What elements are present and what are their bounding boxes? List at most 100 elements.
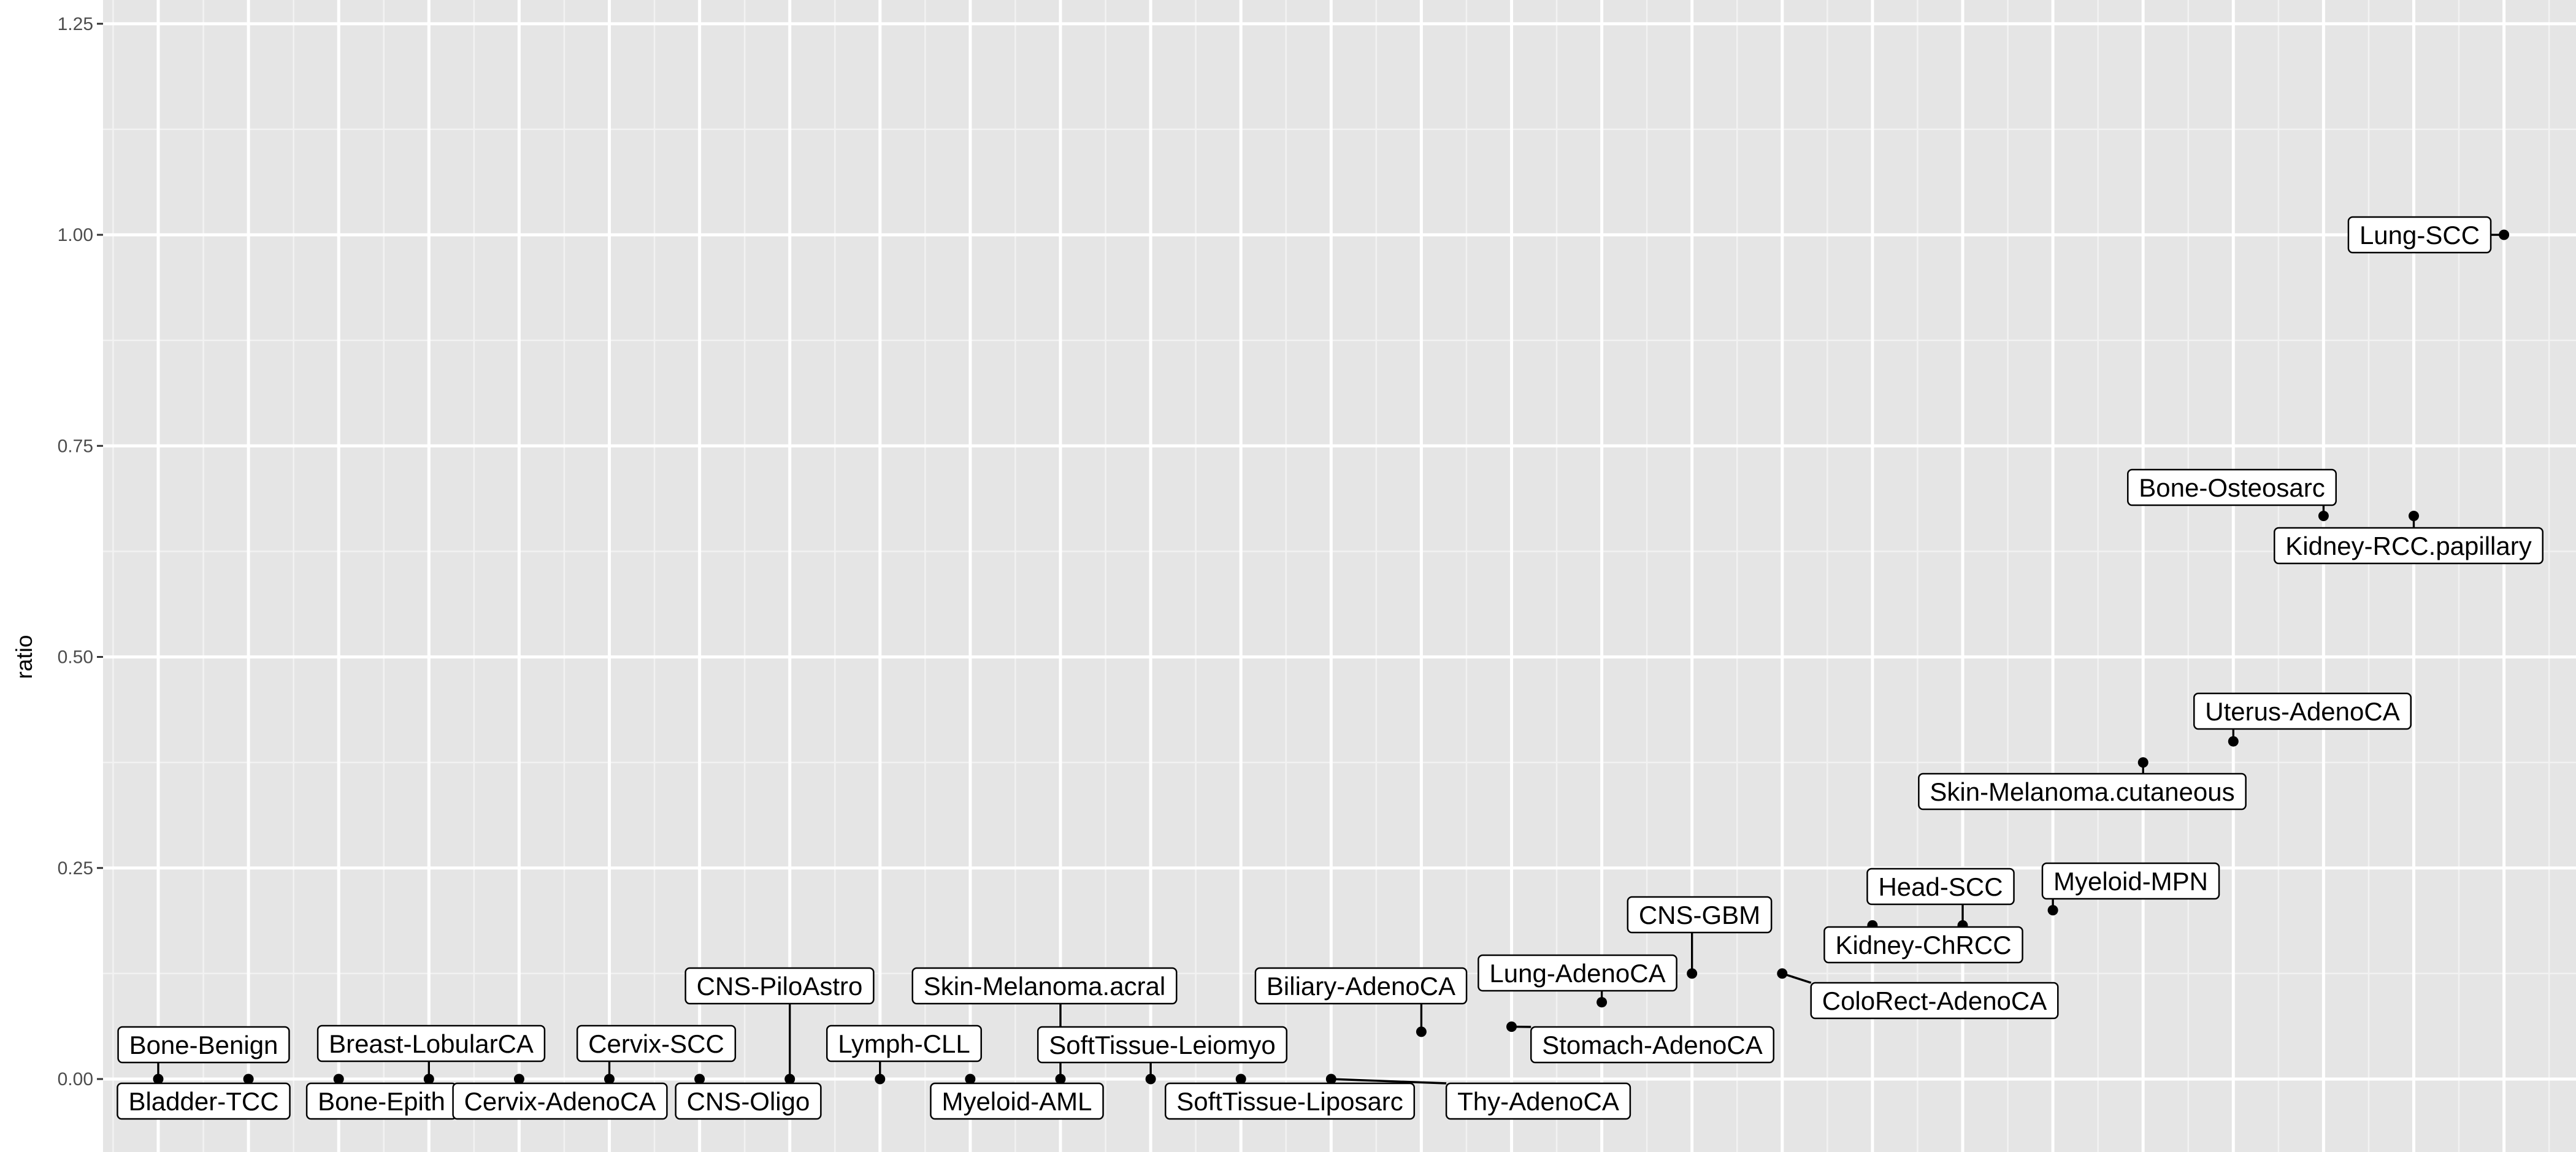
data-point bbox=[784, 1074, 795, 1085]
data-point bbox=[153, 1074, 164, 1085]
point-label: Head-SCC bbox=[1866, 868, 2015, 906]
point-label-box bbox=[2041, 862, 2220, 900]
point-label-box bbox=[930, 1082, 1104, 1120]
point-label-box bbox=[1254, 967, 1468, 1005]
point-label-box bbox=[1823, 926, 2023, 964]
point-label: Bladder-TCC bbox=[117, 1082, 291, 1120]
point-label-box bbox=[1810, 982, 2059, 1020]
point-label: Cervix-AdenoCA bbox=[452, 1082, 668, 1120]
point-label-box bbox=[316, 1024, 546, 1062]
point-label-box bbox=[576, 1024, 737, 1062]
point-label: Kidney-RCC.papillary bbox=[2274, 527, 2543, 565]
data-point bbox=[513, 1074, 524, 1085]
data-point bbox=[243, 1074, 254, 1085]
point-label-box bbox=[1037, 1026, 1288, 1064]
y-tick-label: 1.25 bbox=[58, 14, 93, 34]
data-point bbox=[2318, 511, 2329, 522]
point-label-box bbox=[2347, 216, 2492, 254]
data-point bbox=[1145, 1074, 1156, 1085]
data-point bbox=[333, 1074, 344, 1085]
point-label-text: ColoRect-AdenoCA bbox=[1822, 986, 2047, 1015]
y-tick-label: 0.00 bbox=[58, 1069, 93, 1089]
point-label-box bbox=[2274, 527, 2543, 565]
data-point bbox=[1416, 1026, 1427, 1037]
point-label-box bbox=[1478, 954, 1677, 992]
point-label-text: SoftTissue-Leiomyo bbox=[1049, 1031, 1276, 1059]
point-label-text: Bone-Epith bbox=[318, 1087, 445, 1116]
point-label-text: Lung-SCC bbox=[2359, 221, 2480, 250]
y-axis-title: ratio bbox=[12, 635, 37, 679]
point-label-text: Myeloid-MPN bbox=[2053, 867, 2208, 896]
point-label-text: Bladder-TCC bbox=[128, 1087, 278, 1116]
point-label-box bbox=[1445, 1082, 1631, 1120]
data-point bbox=[2047, 905, 2058, 916]
data-point bbox=[2137, 757, 2149, 768]
point-label-box bbox=[1866, 868, 2015, 906]
point-label-text: Skin-Melanoma.cutaneous bbox=[1930, 777, 2234, 806]
point-label: Skin-Melanoma.acral bbox=[911, 967, 1178, 1005]
y-tick-label: 1.00 bbox=[58, 225, 93, 245]
data-point bbox=[1055, 1074, 1066, 1085]
point-label: Myeloid-AML bbox=[930, 1082, 1104, 1120]
point-label-box bbox=[675, 1082, 822, 1120]
plot-panel bbox=[103, 0, 2576, 1152]
point-label: Bone-Osteosarc bbox=[2127, 468, 2337, 506]
y-tick-label: 0.25 bbox=[58, 858, 93, 879]
point-label-text: CNS-GBM bbox=[1639, 901, 1760, 929]
point-label: Lung-SCC bbox=[2347, 216, 2492, 254]
point-label-text: Uterus-AdenoCA bbox=[2205, 697, 2399, 726]
point-label: Lung-AdenoCA bbox=[1478, 954, 1677, 992]
data-point bbox=[1325, 1074, 1336, 1085]
point-label-text: CNS-PiloAstro bbox=[697, 972, 863, 1001]
data-point bbox=[2499, 229, 2510, 240]
point-label-text: Lung-AdenoCA bbox=[1489, 959, 1665, 988]
point-label: Thy-AdenoCA bbox=[1445, 1082, 1631, 1120]
data-point bbox=[1687, 968, 1698, 979]
point-label-text: Lymph-CLL bbox=[838, 1029, 970, 1058]
point-label-text: Cervix-SCC bbox=[588, 1029, 724, 1058]
data-point bbox=[604, 1074, 615, 1085]
label-leader-line bbox=[1331, 1078, 1447, 1085]
point-label-text: Myeloid-AML bbox=[941, 1087, 1092, 1116]
point-label-box bbox=[826, 1024, 983, 1062]
point-label-box bbox=[117, 1026, 290, 1064]
point-label-box bbox=[1530, 1026, 1775, 1064]
point-label: Skin-Melanoma.cutaneous bbox=[1918, 772, 2247, 811]
point-label-text: Skin-Melanoma.acral bbox=[924, 972, 1166, 1001]
point-label-box bbox=[452, 1082, 668, 1120]
point-label: Biliary-AdenoCA bbox=[1254, 967, 1468, 1005]
point-label: Uterus-AdenoCA bbox=[2193, 692, 2412, 730]
point-label-text: Cervix-AdenoCA bbox=[464, 1087, 656, 1116]
point-label: SoftTissue-Liposarc bbox=[1164, 1082, 1416, 1120]
data-point bbox=[2228, 736, 2239, 747]
point-label: Stomach-AdenoCA bbox=[1530, 1026, 1775, 1064]
point-label-box bbox=[911, 967, 1178, 1005]
point-label-text: Kidney-ChRCC bbox=[1835, 931, 2011, 959]
point-label-text: Breast-LobularCA bbox=[329, 1029, 534, 1058]
point-label: ColoRect-AdenoCA bbox=[1810, 982, 2059, 1020]
point-label-box bbox=[1164, 1082, 1416, 1120]
point-label-text: Bone-Osteosarc bbox=[2139, 473, 2325, 502]
data-point bbox=[1777, 968, 1788, 979]
data-point bbox=[694, 1074, 705, 1085]
y-axis: 0.00 0.25 0.50 0.75 1.00 1.25 bbox=[58, 14, 103, 1089]
point-label-text: Kidney-RCC.papillary bbox=[2285, 532, 2531, 560]
point-label-text: Stomach-AdenoCA bbox=[1542, 1031, 1763, 1059]
point-label: CNS-PiloAstro bbox=[684, 967, 875, 1005]
y-tick-label: 0.50 bbox=[58, 647, 93, 668]
point-label: Breast-LobularCA bbox=[316, 1024, 546, 1062]
point-label-text: Bone-Benign bbox=[129, 1031, 278, 1059]
point-label-text: Biliary-AdenoCA bbox=[1267, 972, 1455, 1001]
point-label-text: Thy-AdenoCA bbox=[1457, 1087, 1619, 1116]
point-label-text: CNS-Oligo bbox=[687, 1087, 810, 1116]
y-tick-label: 0.75 bbox=[58, 436, 93, 456]
point-label: Myeloid-MPN bbox=[2041, 862, 2220, 900]
data-point bbox=[1597, 997, 1608, 1008]
point-label: Kidney-ChRCC bbox=[1823, 926, 2023, 964]
point-label: SoftTissue-Leiomyo bbox=[1037, 1026, 1288, 1064]
point-label-box bbox=[684, 967, 875, 1005]
point-label-text: Head-SCC bbox=[1878, 872, 2003, 901]
data-point bbox=[1235, 1074, 1246, 1085]
data-point bbox=[1506, 1021, 1517, 1032]
